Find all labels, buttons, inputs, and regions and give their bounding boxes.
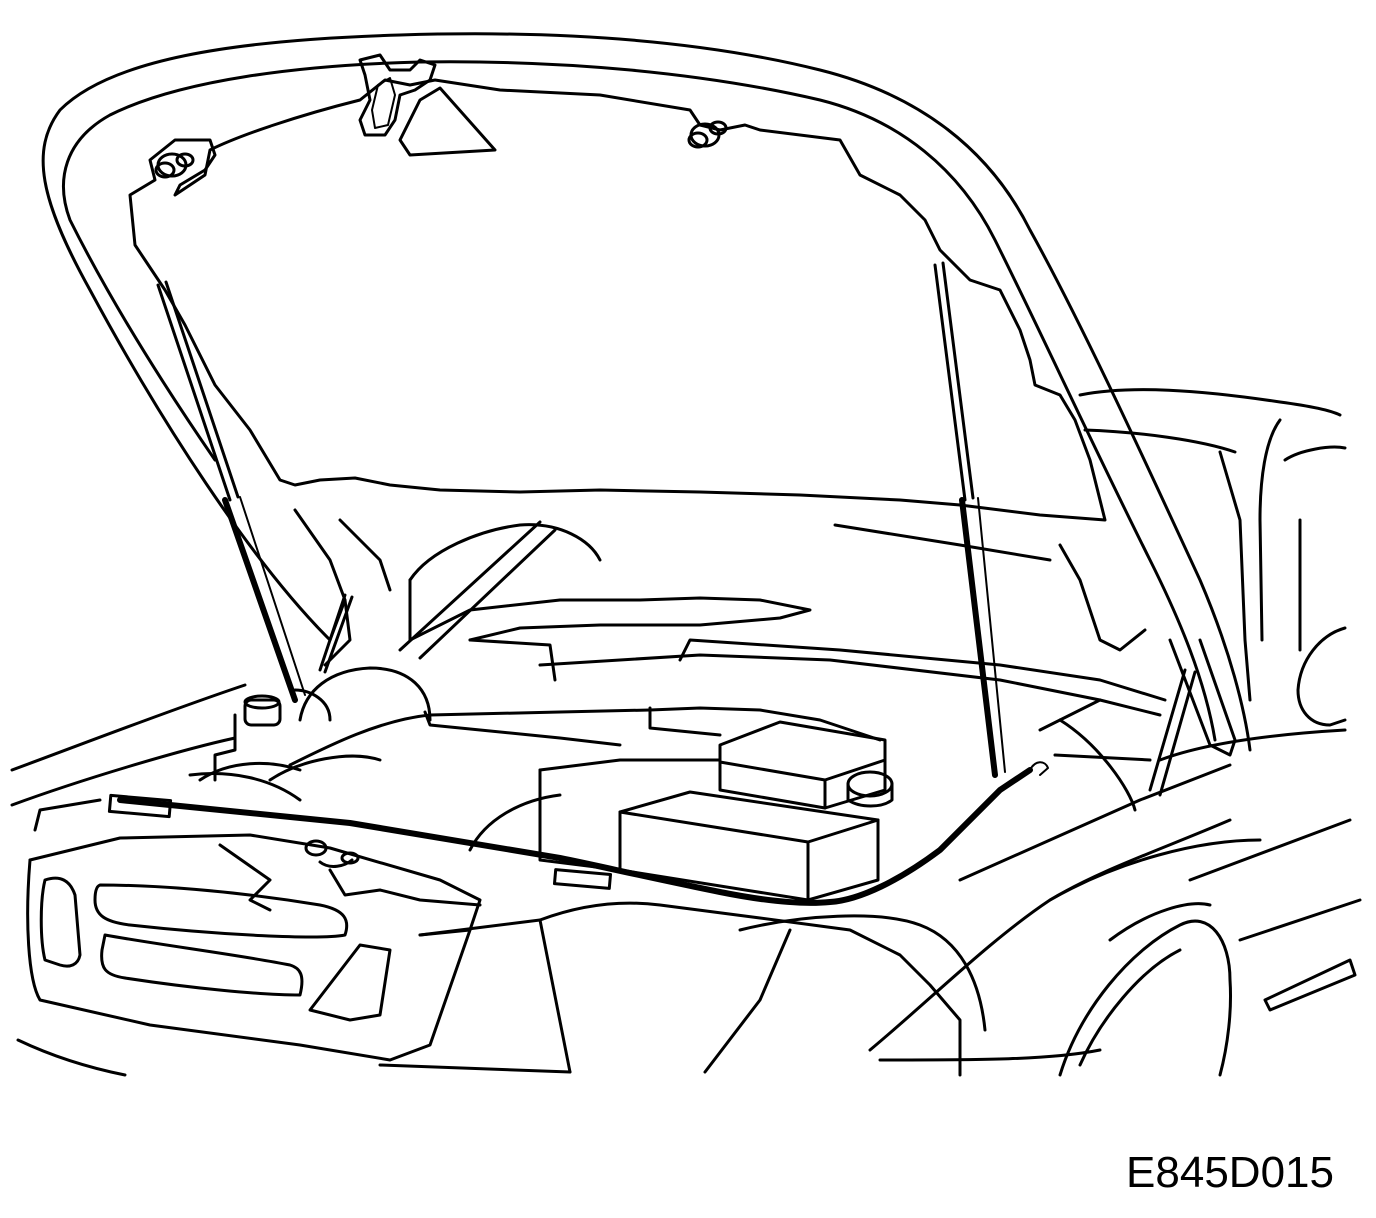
hood-latch [358,53,437,137]
hood-hinge-right [1168,638,1237,757]
cable-clip-left [107,793,173,819]
hood-outer-edge [41,32,1252,752]
gas-strut-left [156,280,306,703]
headlight-left [39,876,82,968]
cable-clip-center [552,868,613,890]
grille-upper [93,883,349,939]
hood-lining-flap [398,86,497,157]
hood-grommet-left [154,152,195,179]
figure-code-label: E845D015 [1126,1148,1334,1197]
gas-strut-right [933,261,1006,778]
hood-grommet-right [687,120,728,149]
engine-bay [107,508,1167,906]
fog-light [308,943,392,1022]
side-mirror [1296,626,1347,727]
battery-box-rear [718,720,887,810]
hood-latch-inner [371,77,396,129]
grille-lower [100,933,304,997]
hood-inner-panel [128,78,1107,522]
hood-release-cable [117,767,1033,906]
hood [41,32,1252,752]
hood-inner-rim [62,60,1217,742]
battery-box-front [618,790,880,902]
wheel-arch [1058,919,1232,1077]
car-body [10,388,1362,1077]
car-open-hood-illustration [10,32,1362,1077]
